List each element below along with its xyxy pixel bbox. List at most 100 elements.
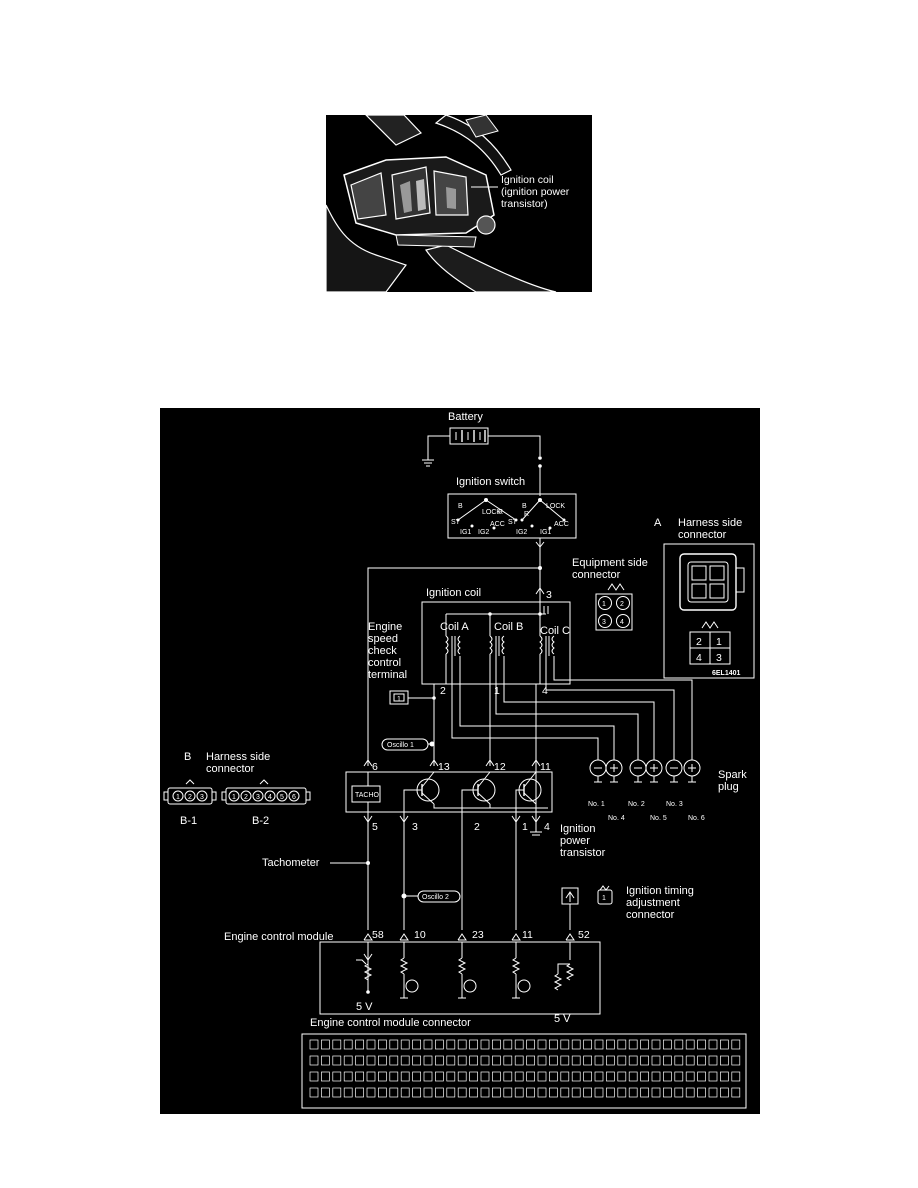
plug-no-6: No. 6	[688, 815, 705, 822]
ecm-connector-pin	[423, 1071, 433, 1082]
transistor-pin-4: 4	[544, 821, 550, 833]
ecm-connector-pin	[583, 1071, 592, 1082]
ecm-connector-pin	[731, 1039, 741, 1050]
ecm-connector-pin	[355, 1055, 364, 1066]
ecm-connector-pin	[549, 1039, 558, 1050]
ecm-connector-pin	[628, 1071, 638, 1082]
ecm-connector-pin	[480, 1055, 490, 1066]
transistor-pin-13: 13	[438, 761, 450, 773]
ecm-pin-10: 10	[414, 929, 426, 941]
ecm-connector-pin	[697, 1071, 706, 1082]
photo-caption-line3: transistor)	[501, 198, 548, 210]
ecm-connector-pin	[309, 1087, 319, 1098]
switch-term-r1: R	[498, 509, 503, 516]
ecm-connector-pin	[549, 1087, 558, 1098]
ecm-pin-58: 58	[372, 929, 384, 941]
ecm-connector-pin	[389, 1071, 399, 1082]
ecm-connector-pin	[628, 1039, 638, 1050]
ecm-connector-pin	[355, 1071, 364, 1082]
ecm-connector-pin	[537, 1055, 547, 1066]
ecm-connector-pin	[617, 1071, 627, 1082]
ecm-connector-pin	[537, 1087, 547, 1098]
ecm-connector-pin	[651, 1071, 661, 1082]
ecm-connector-pin	[720, 1071, 729, 1082]
ecm-connector-pin	[685, 1039, 695, 1050]
connector-b-letter: B	[184, 751, 191, 763]
connector-b1: 1 2 3	[163, 779, 217, 805]
b1-pin-1: 1	[176, 794, 180, 801]
ecm-connector-pin	[343, 1039, 353, 1050]
ecm-connector-pin	[446, 1087, 456, 1098]
ecm-connector-pin	[617, 1055, 627, 1066]
switch-term-r2: R	[524, 511, 529, 518]
ecm-connector-pin	[526, 1071, 535, 1082]
ecm-connector-pin	[571, 1071, 581, 1082]
tacho-label: TACHO	[355, 792, 380, 799]
ecm-connector-pin	[606, 1087, 615, 1098]
timing-connector-icon	[597, 889, 613, 905]
ecm-connector-pin	[651, 1039, 661, 1050]
coil-pin-4: 4	[542, 685, 548, 697]
spark-plug-label-1: Spark	[718, 769, 747, 781]
ecm-connector-pin	[366, 1039, 376, 1050]
ecm-connector-pin	[663, 1039, 672, 1050]
ecm-connector-pin	[731, 1071, 741, 1082]
transistor-pin-1: 1	[522, 821, 528, 833]
ecm-connector-pin	[583, 1055, 592, 1066]
ignition-coil-photo: Ignition coil (ignition power transistor…	[325, 114, 592, 293]
ecm-connector-pin	[355, 1087, 364, 1098]
ecm-connector-pin	[640, 1071, 649, 1082]
ignition-switch-box: B LOCK R ST ACC IG1 IG2 B LOCK R ST IG2 …	[447, 493, 577, 539]
engine-speed-label-4: control	[368, 657, 401, 669]
switch-term-b2: B	[522, 503, 527, 510]
switch-term-ig1a: IG1	[460, 529, 471, 536]
ecm-connector-pin	[378, 1055, 387, 1066]
photo-caption-line1: Ignition coil	[501, 174, 554, 186]
ecm-connector-pin	[708, 1055, 718, 1066]
ecm-connector-pin	[674, 1071, 684, 1082]
ecm-connector	[301, 1033, 747, 1109]
switch-term-ig2a: IG2	[478, 529, 489, 536]
ecm-connector-pin	[389, 1039, 399, 1050]
ecm-connector-pin	[435, 1071, 444, 1082]
ecm-connector-pin	[332, 1039, 342, 1050]
ecm-connector-pins	[309, 1039, 741, 1098]
transistor-1	[403, 771, 440, 805]
battery-symbol	[449, 427, 489, 445]
ecm-connector-pin	[423, 1055, 433, 1066]
switch-term-lock1: LOCK	[482, 509, 501, 516]
switch-term-acc2: ACC	[554, 521, 569, 528]
ecm-connector-pin	[343, 1055, 353, 1066]
ecm-connector-pin	[549, 1055, 558, 1066]
connector-a-code: 6EL1401	[712, 670, 741, 677]
ecm-connector-pin	[480, 1071, 490, 1082]
ecm-label: Engine control module	[224, 931, 333, 943]
ecm-connector-pin	[503, 1087, 513, 1098]
ecm-connector-pin	[321, 1055, 330, 1066]
timing-connector-icon-label: 1	[602, 895, 606, 902]
ecm-connector-pin	[389, 1087, 399, 1098]
ecm-connector-pin	[469, 1055, 478, 1066]
ecm-connector-pin	[400, 1071, 410, 1082]
ecm-connector-pin	[708, 1039, 718, 1050]
transistor-label-2: power	[560, 835, 590, 847]
b2-pin-5: 5	[280, 794, 284, 801]
connector-b-title1: Harness side	[206, 751, 270, 763]
plug-no-1: No. 1	[588, 801, 605, 808]
ecm-connector-pin	[503, 1071, 513, 1082]
ecm-connector-pin	[378, 1071, 387, 1082]
ecm-connector-pin	[332, 1087, 342, 1098]
switch-term-ig2b: IG2	[516, 529, 527, 536]
ecm-connector-pin	[685, 1087, 695, 1098]
equipment-pin-2: 2	[620, 601, 624, 608]
ecm-connector-pin	[446, 1039, 456, 1050]
b1-pin-2: 2	[188, 794, 192, 801]
ecm-connector-pin	[332, 1071, 342, 1082]
ecm-connector-pin	[720, 1087, 729, 1098]
timing-connector-label-1: Ignition timing	[626, 885, 694, 897]
ecm-connector-pin	[537, 1039, 547, 1050]
ecm-connector-pin	[423, 1087, 433, 1098]
ecm-connector-pin	[560, 1087, 570, 1098]
ecm-connector-pin	[435, 1039, 444, 1050]
ecm-connector-pin	[594, 1087, 604, 1098]
